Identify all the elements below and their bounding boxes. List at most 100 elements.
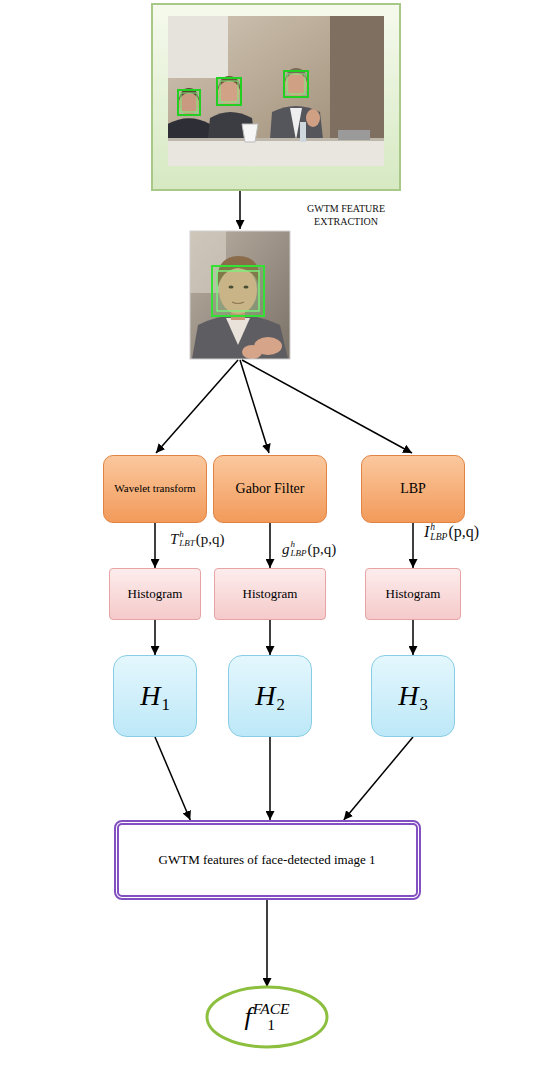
feature-box-formula: H1 [140, 678, 170, 713]
signal-label-sup: h [179, 530, 195, 539]
process-box: Wavelet transform [103, 455, 207, 523]
meeting-photo [300, 122, 306, 142]
feature-box-formula: H2 [255, 678, 285, 713]
spacer [276, 678, 284, 696]
flow-arrow [240, 360, 269, 453]
meeting-photo [168, 16, 384, 166]
signal-label-script: hLBP [430, 522, 447, 542]
signal-label-sup: h [430, 522, 447, 532]
signal-label-base: g [282, 541, 290, 558]
node-text: fFACE1 [244, 1001, 289, 1034]
signal-label-script: hLBP [291, 540, 307, 559]
signal-label-base: I [424, 523, 429, 541]
result-ellipse-formula: fFACE1 [244, 1001, 289, 1034]
photo-border [190, 231, 290, 359]
flow-arrow [242, 360, 412, 453]
signal-label-sup: h [291, 540, 307, 549]
flow-arrow [344, 737, 413, 820]
feature-box-script: 1 [161, 678, 169, 713]
signal-label-sub: LBT [179, 539, 195, 548]
signal-label-tail: (p,q) [308, 541, 337, 558]
flow-arrow [155, 737, 190, 820]
signal-label-base: T [170, 531, 178, 548]
ellipse-outline [207, 987, 327, 1047]
stage-label-text: GWTM FEATURE EXTRACTION [298, 203, 394, 228]
meeting-photo [181, 93, 197, 112]
histogram-box-text: Histogram [128, 586, 183, 602]
feature-box-base: H [398, 679, 418, 713]
feature-box: H2 [228, 655, 312, 737]
flow-arrow [412, 523, 414, 568]
meeting-photo [287, 74, 305, 94]
feature-box-sub: 3 [419, 696, 427, 714]
meeting-photo [242, 124, 258, 142]
photo-frame [152, 4, 400, 190]
flow-arrow [269, 523, 271, 568]
signal-label: IhLBP(p,q) [424, 522, 479, 542]
feature-box: H3 [371, 655, 455, 737]
node-text: LBP [400, 481, 426, 498]
ellipse-outline [205, 985, 329, 1049]
feature-box-formula: H3 [398, 678, 428, 713]
histogram-box: Histogram [109, 568, 201, 620]
signal-label-sub: LBP [430, 532, 447, 542]
feature-box-script: 3 [419, 678, 427, 713]
meeting-photo [284, 71, 308, 97]
signal-label-tail: (p,q) [448, 523, 479, 541]
node-text: H2 [255, 678, 285, 713]
feature-box: H1 [113, 655, 197, 737]
flow-arrow [154, 523, 156, 568]
node-text: Wavelet transform [114, 482, 195, 495]
process-box-text: Gabor Filter [236, 481, 305, 498]
signal-label-formula: IhLBP(p,q) [424, 522, 479, 542]
meeting-photo [168, 16, 228, 78]
histogram-box: Histogram [214, 568, 326, 620]
face-photo [226, 318, 250, 345]
process-box: Gabor Filter [213, 455, 327, 523]
flow-arrow [240, 191, 241, 229]
face-photo [242, 345, 262, 359]
node-text: H1 [140, 678, 170, 713]
meeting-photo [338, 130, 370, 140]
meeting-photo [306, 109, 320, 127]
flow-arrow [269, 620, 271, 655]
histogram-box-text: Histogram [243, 586, 298, 602]
result-ellipse-sup: FACE [253, 1001, 290, 1017]
face-photo [217, 271, 259, 311]
meeting-photo [178, 90, 200, 115]
meeting-photo [168, 140, 384, 166]
flow-arrow [412, 620, 414, 655]
signal-label-tail: (p,q) [196, 531, 225, 548]
result-ellipse: fFACE1 [205, 985, 329, 1049]
flow-arrow [239, 191, 241, 229]
flow-arrow [156, 360, 238, 453]
signal-label-script: hLBT [179, 530, 195, 549]
process-box-text: Wavelet transform [114, 482, 195, 495]
photo-border [190, 231, 290, 359]
photo-frame [152, 4, 400, 190]
signal-label: ThLBT(p,q) [170, 530, 225, 549]
output-box-text: GWTM features of face-detected image 1 [159, 852, 376, 868]
flow-arrow [266, 900, 268, 987]
face-photo [190, 231, 290, 359]
feature-box-base: H [255, 679, 275, 713]
process-box-text: LBP [400, 481, 426, 498]
meeting-photo [217, 78, 241, 105]
node-text: GWTM features of face-detected image 1 [159, 852, 376, 868]
signal-label-formula: ThLBT(p,q) [170, 530, 225, 549]
meeting-photo [168, 16, 384, 166]
face-photo [192, 315, 288, 359]
process-box: LBP [361, 455, 465, 523]
node-text: Histogram [128, 586, 183, 602]
node-text: Gabor Filter [236, 481, 305, 498]
output-box: GWTM features of face-detected image 1 [114, 820, 421, 900]
stage-label: GWTM FEATURE EXTRACTION [298, 203, 394, 228]
spacer [161, 678, 169, 696]
feature-box-base: H [140, 679, 160, 713]
feature-box-sub: 1 [161, 696, 169, 714]
histogram-box-text: Histogram [386, 586, 441, 602]
